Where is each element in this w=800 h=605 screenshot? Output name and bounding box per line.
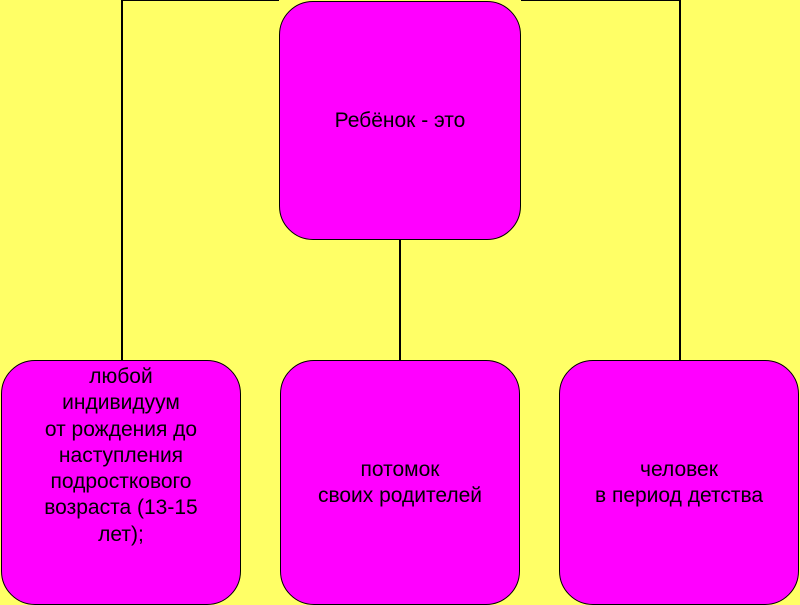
root-node: Ребёнок - это: [279, 1, 521, 240]
connector-root-to-right: [521, 0, 681, 360]
child-node-descendant: потомок своих родителей: [280, 360, 520, 605]
connector-root-to-left: [121, 0, 279, 360]
child-node-any-individual: любой индивидуум от рождения до наступле…: [1, 360, 241, 605]
child-node-person-in-childhood: человек в период детства: [559, 360, 799, 605]
